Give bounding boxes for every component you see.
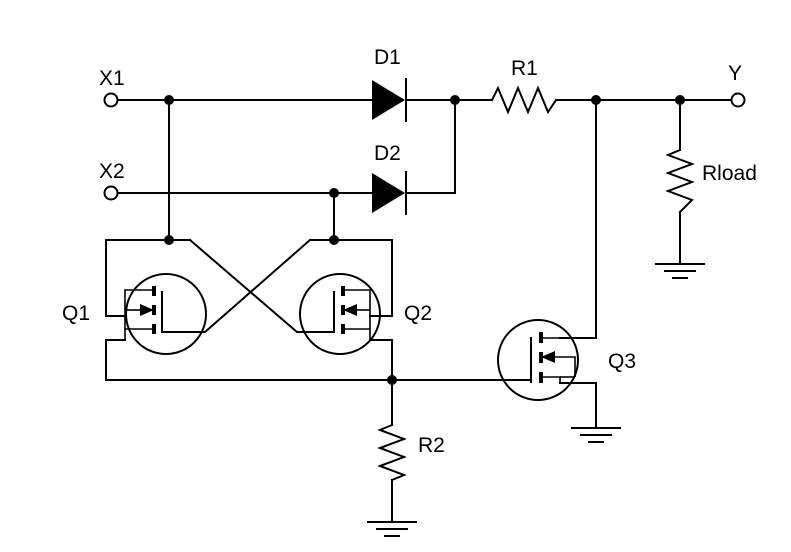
label-r2: R2 — [418, 434, 445, 457]
terminal-x1 — [103, 92, 119, 108]
terminal-x2 — [103, 185, 119, 201]
label-q3: Q3 — [608, 350, 636, 373]
terminal-y — [730, 92, 746, 108]
transistor-q1 — [124, 273, 207, 355]
label-rload: Rload — [702, 162, 757, 185]
ground-q3 — [571, 427, 621, 443]
label-y: Y — [728, 62, 742, 85]
ground-r2 — [367, 521, 417, 537]
transistor-q2 — [299, 273, 381, 355]
wires — [105, 99, 731, 523]
diode-d1 — [372, 78, 407, 122]
label-d1: D1 — [374, 46, 401, 69]
resistor-r1 — [490, 85, 558, 115]
transistor-q3 — [497, 319, 579, 401]
label-x1: X1 — [99, 67, 125, 90]
terminals — [103, 92, 746, 201]
resistor-r2 — [377, 423, 407, 482]
label-d2: D2 — [374, 142, 401, 165]
label-q1: Q1 — [62, 302, 90, 325]
label-x2: X2 — [99, 160, 125, 183]
label-q2: Q2 — [404, 302, 432, 325]
label-r1: R1 — [511, 57, 538, 80]
diode-d2 — [372, 171, 407, 215]
resistor-rload — [665, 148, 695, 214]
junctions — [164, 95, 685, 385]
ground-rload — [655, 263, 705, 279]
labels: X1 X2 Y D1 D2 R1 R2 Rload Q1 Q2 Q3 — [62, 46, 757, 457]
